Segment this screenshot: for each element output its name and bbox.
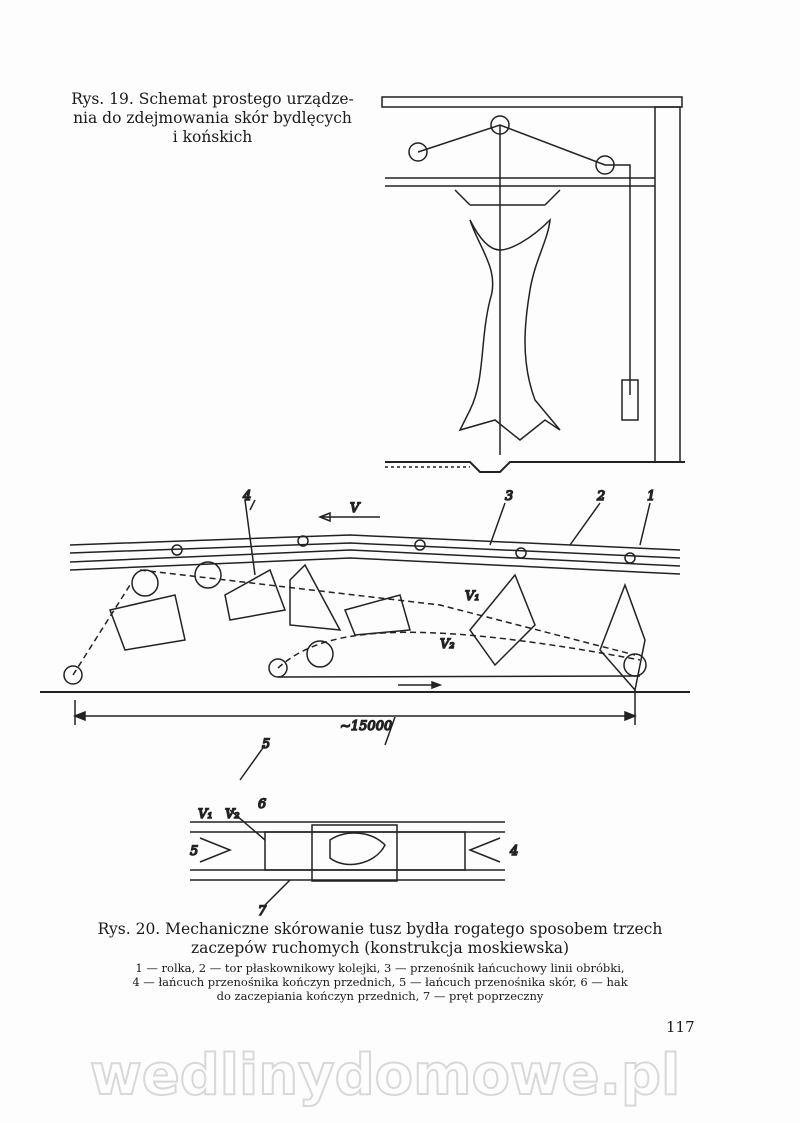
plan-label-7: 7 (258, 904, 267, 919)
figure-19-caption: Rys. 19. Schemat prostego urządze- nia d… (60, 90, 365, 147)
legend-line: do zaczepiania kończyn przednich, 7 — pr… (216, 989, 544, 1003)
legend-line: 1 — rolka, 2 — tor płaskownikowy kolejki… (135, 961, 625, 975)
label-1: 1 (647, 489, 655, 504)
plan-label-v2: V₂ (225, 807, 240, 822)
caption-line: nia do zdejmowania skór bydlęcych (73, 109, 352, 127)
page-number: 117 (666, 1018, 695, 1036)
label-v2: V₂ (440, 637, 455, 652)
label-v: V (350, 501, 361, 516)
figure-20-plan-view (190, 809, 505, 906)
watermark-bottom: wedlinydomowe.pl (89, 1043, 681, 1108)
figure-19-drawing (381, 96, 685, 473)
plan-label-5: 5 (190, 844, 198, 859)
legend-line: 4 — łańcuch przenośnika kończyn przednic… (132, 975, 628, 989)
caption-line: Rys. 20. Mechaniczne skórowanie tusz byd… (97, 920, 663, 938)
caption-line: Rys. 19. Schemat prostego urządze- (71, 90, 354, 108)
plan-label-4: 4 (509, 844, 518, 859)
plan-label-6: 6 (258, 797, 266, 812)
label-3: 3 (505, 489, 513, 504)
label-4: 4 (242, 489, 251, 504)
label-2: 2 (596, 489, 605, 504)
figure-20-legend: 1 — rolka, 2 — tor płaskownikowy kolejki… (55, 961, 705, 1003)
figure-20-side-view (40, 499, 690, 781)
caption-line: zaczepów ruchomych (konstrukcja moskiews… (190, 939, 570, 957)
caption-line: i końskich (172, 128, 253, 146)
label-dimension: ~15000 (340, 719, 392, 734)
label-5: 5 (262, 737, 270, 752)
figure-20-caption: Rys. 20. Mechaniczne skórowanie tusz byd… (55, 920, 705, 958)
label-v1: V₁ (465, 589, 480, 604)
plan-label-v1: V₁ (198, 807, 213, 822)
